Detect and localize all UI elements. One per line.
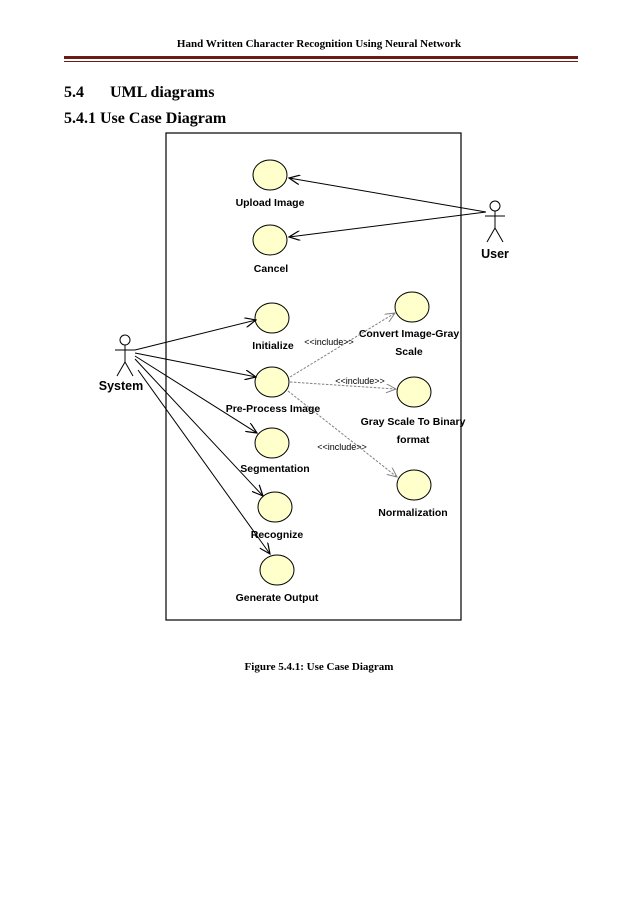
generate-output-label: Generate Output: [236, 592, 319, 604]
initialize-label: Initialize: [252, 340, 294, 352]
recognize-label: Recognize: [251, 529, 304, 541]
header-rule: [64, 56, 578, 59]
include-binary-format: [289, 381, 396, 389]
include-label-convert: <<include>>: [304, 337, 354, 347]
use-case-normalization: [396, 469, 432, 501]
section-number: 5.4: [64, 84, 84, 101]
use-case-initialize: [254, 302, 290, 334]
use-case-cancel: [252, 224, 288, 256]
system-initialize-association: [134, 320, 256, 351]
include-convert-gray: [289, 313, 395, 378]
include-normalization: [287, 390, 397, 477]
user-actor-label: User: [481, 247, 509, 261]
segmentation-label: Segmentation: [240, 463, 309, 475]
subsection-heading: 5.4.1 Use Case Diagram: [64, 110, 227, 127]
include-label-normalization: <<include>>: [317, 442, 367, 452]
user-upload-association: [289, 178, 487, 213]
preprocess-image-label: Pre-Process Image: [226, 403, 321, 415]
use-case-convert-gray: [394, 291, 430, 323]
user-cancel-association: [289, 211, 487, 237]
system-actor-head: [119, 334, 131, 346]
system-boundary: [165, 132, 462, 621]
normalization-label: Normalization: [378, 507, 447, 519]
system-segmentation-association: [134, 355, 257, 433]
system-actor: [115, 334, 135, 377]
convert-gray-label-line2: Scale: [395, 346, 423, 358]
page-header-title: Hand Written Character Recognition Using…: [176, 38, 462, 50]
use-case-preprocess-image: [254, 366, 290, 398]
use-case-segmentation: [254, 427, 290, 459]
use-case-generate-output: [259, 554, 295, 586]
section-heading: 5.4 UML diagrams: [64, 84, 214, 102]
binary-format-label-line2: format: [397, 434, 430, 446]
upload-image-label: Upload Image: [236, 197, 305, 209]
section-title: UML diagrams: [110, 84, 215, 101]
binary-format-label-line1: Gray Scale To Binary: [361, 416, 466, 428]
user-actor-head: [489, 200, 501, 212]
figure-caption: Figure 5.4.1: Use Case Diagram: [244, 661, 394, 673]
use-case-upload-image: [252, 159, 288, 191]
header-rule-thin: [64, 61, 578, 62]
convert-gray-label-line1: Convert Image-Gray: [359, 328, 460, 340]
system-generate-output-association: [137, 369, 270, 554]
user-actor: [485, 200, 505, 243]
system-recognize-association: [134, 358, 263, 496]
cancel-label: Cancel: [254, 263, 289, 275]
use-case-binary-format: [396, 376, 432, 408]
system-preprocess-association: [134, 352, 256, 377]
include-label-binary: <<include>>: [335, 376, 385, 386]
system-actor-label: System: [99, 379, 143, 393]
use-case-recognize: [257, 491, 293, 523]
